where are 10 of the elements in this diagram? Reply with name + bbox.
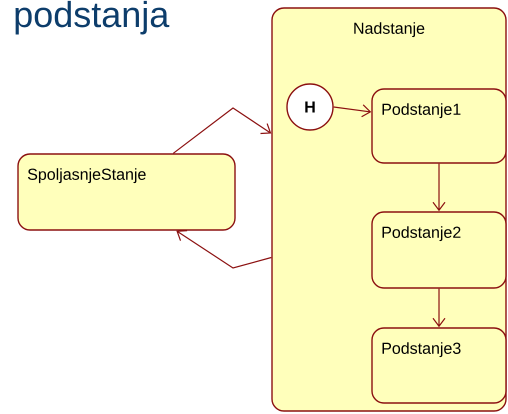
state-box: Podstanje1 (371, 88, 507, 164)
arrow (432, 288, 446, 328)
state-box: Podstanje2 (371, 211, 507, 289)
title: podstanja (16, 0, 170, 34)
arrow (176, 230, 272, 269)
state-box: Podstanje3 (371, 327, 507, 404)
arrow (334, 104, 372, 118)
arrow (432, 164, 446, 212)
arrow (172, 107, 272, 154)
state-box: SpoljasnjeStanje (17, 153, 236, 231)
